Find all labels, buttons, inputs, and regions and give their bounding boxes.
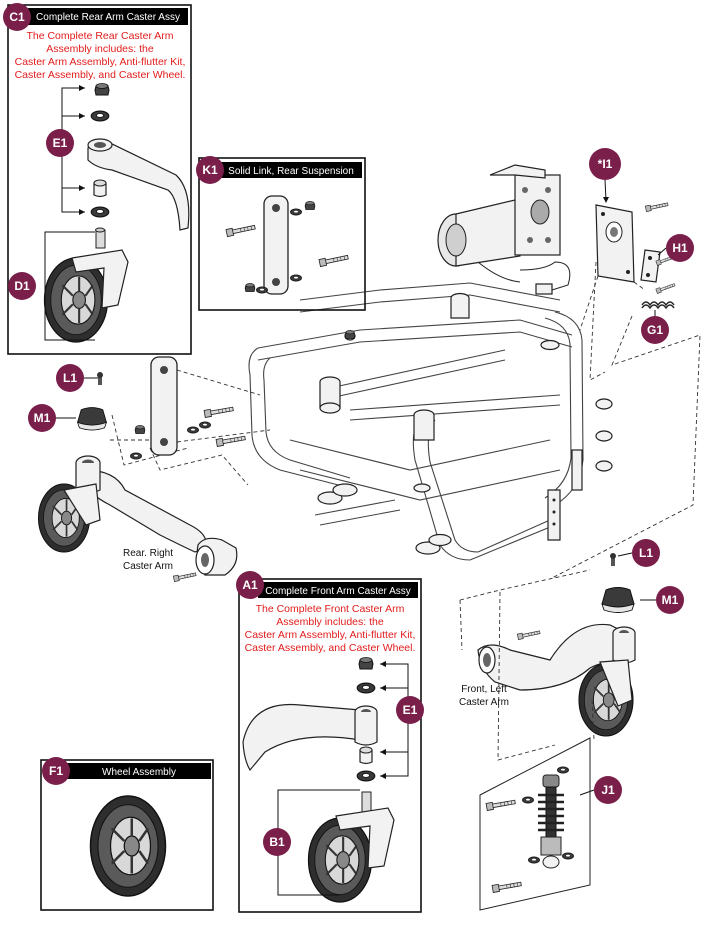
rear-note-line-2: Assembly includes: the	[46, 43, 154, 55]
panel-rear-header: Complete Rear Arm Caster Assy	[36, 12, 180, 23]
callout-h1: H1	[672, 241, 688, 255]
callout-a1: A1	[242, 578, 258, 592]
rear-note-line-3: Caster Arm Assembly, Anti-flutter Kit,	[15, 56, 186, 68]
callout-c1: C1	[9, 10, 25, 24]
front-note-line-2: Assembly includes: the	[276, 616, 384, 628]
callout-d1: D1	[14, 279, 30, 293]
callout-e1-rear: E1	[53, 136, 68, 150]
callout-m1-rear: M1	[34, 411, 51, 425]
front-note-line-4: Caster Assembly, and Caster Wheel.	[245, 642, 416, 654]
panel-wheel-header: Wheel Assembly	[102, 767, 176, 778]
rear-right-label-2: Caster Arm	[123, 561, 173, 572]
callout-i1: *I1	[598, 157, 613, 171]
motor-gearbox	[437, 164, 571, 295]
panel-rear-arm-assy: Complete Rear Arm Caster Assy The Comple…	[7, 4, 192, 355]
front-left-label-2: Caster Arm	[459, 697, 509, 708]
panel-solid-link: Solid Link, Rear Suspension	[198, 157, 366, 311]
rear-link	[110, 330, 356, 460]
callout-j1: J1	[601, 783, 615, 797]
frame-assembly	[248, 282, 613, 561]
front-left-caster-arm	[459, 553, 636, 761]
panel-solid-link-header: Solid Link, Rear Suspension	[228, 166, 354, 177]
rear-note-line-1: The Complete Rear Caster Arm	[26, 30, 173, 42]
callout-k1: K1	[202, 163, 218, 177]
front-note-line-3: Caster Arm Assembly, Anti-flutter Kit,	[245, 629, 416, 641]
callout-e1-front: E1	[403, 703, 418, 717]
panel-wheel-assy: Wheel Assembly	[40, 759, 214, 911]
callout-leaders	[56, 179, 667, 796]
callout-l1-front: L1	[639, 546, 653, 560]
front-left-label-1: Front, Left	[461, 684, 507, 695]
suspension-bracket	[551, 201, 701, 579]
panel-front-header: Complete Front Arm Caster Assy	[265, 586, 411, 597]
rear-right-caster-arm	[37, 372, 249, 582]
rear-note-line-4: Caster Assembly, and Caster Wheel.	[15, 69, 186, 81]
callout-m1-front: M1	[662, 593, 679, 607]
panel-front-arm-assy: Complete Front Arm Caster Assy The Compl…	[238, 578, 422, 913]
callout-b1: B1	[269, 835, 285, 849]
callout-badges: C1 E1 D1 K1 *I1 H1 G1 L1 M1 A1 E1 B1 F1 …	[3, 3, 694, 856]
front-note-line-1: The Complete Front Caster Arm	[256, 603, 405, 615]
callout-f1: F1	[49, 764, 63, 778]
callout-l1-rear: L1	[63, 371, 77, 385]
rear-shock-j1	[479, 737, 591, 911]
callout-g1: G1	[647, 323, 663, 337]
rear-right-label-1: Rear. Right	[123, 548, 173, 559]
